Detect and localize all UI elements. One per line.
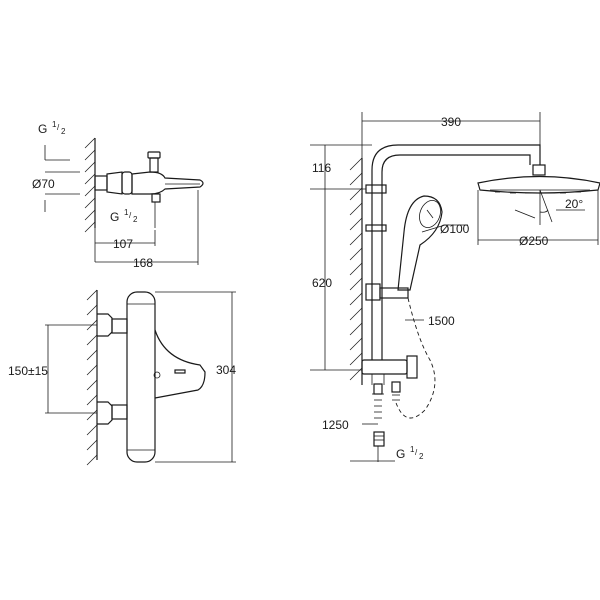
label-shower-thread-slash: / [415,448,418,457]
dim-shower-top: 116 [310,144,372,190]
shower-hose [394,297,436,419]
shower-thermostat [361,355,418,462]
dim-bath-height: 304 [155,291,236,463]
label-bath-height: 304 [216,363,236,377]
label-bath-spacing: 150±15 [8,364,48,378]
dim-head-angle: 20° [514,189,585,225]
label-bath-thread-top-sup: 1 [52,120,57,129]
label-bath-thread-top-sub: 2 [61,127,66,136]
label-handshower-diameter: Ø100 [440,222,470,236]
head-shower [477,164,600,194]
label-bath-thread-mid-sup: 1 [124,208,129,217]
label-shower-width: 390 [441,115,461,129]
label-bath-diameter: Ø70 [32,177,55,191]
dim-shower-height: 620 [310,189,362,371]
label-bath-depth-inner: 107 [113,237,133,251]
dim-hose-length: 1500 [405,314,455,328]
label-shower-height: 620 [312,276,332,290]
label-supply-length: 1250 [322,418,349,432]
dim-shower-thread: G 1 / 2 [350,445,424,462]
bath-mixer-front-view: 150±15 304 [8,289,236,466]
dim-head-diameter: Ø250 [477,190,599,248]
label-bath-thread-top: G [38,122,47,136]
label-bath-thread-top-slash: / [57,123,60,132]
label-shower-thread-sub: 2 [419,452,424,461]
bath-mixer-front-body [97,291,206,463]
dim-bath-diameter: Ø70 [32,171,80,212]
dim-shower-width: 390 [361,112,541,165]
label-shower-top: 116 [312,161,331,175]
dim-bath-spacing: 150±15 [8,324,97,414]
shower-system-view: 390 116 620 Ø100 20° [310,112,600,462]
wall-hatch-bath-side [84,137,96,233]
label-bath-thread-mid-slash: / [129,211,132,220]
wall-hatch-bath-front [86,289,98,466]
shower-riser-pipe [365,144,541,360]
label-bath-thread-mid: G [110,210,119,224]
wall-hatch-shower [349,157,363,385]
label-shower-thread: G [396,447,405,461]
label-shower-thread-sup: 1 [410,445,415,454]
label-bath-thread-mid-sub: 2 [133,215,138,224]
label-head-diameter: Ø250 [519,234,549,248]
dim-supply-length: 1250 [322,418,378,432]
bath-mixer-body [94,151,204,203]
dim-bath-thread-mid: G 1 / 2 [110,202,156,228]
label-head-angle: 20° [565,197,583,211]
dim-bath-thread-top: G 1 / 2 [38,120,70,161]
dim-handshower-diameter: Ø100 [421,222,470,236]
bath-mixer-side-view: G 1 / 2 Ø70 G 1 / 2 107 [32,120,204,270]
label-hose-length: 1500 [428,314,455,328]
label-bath-depth-outer: 168 [133,256,153,270]
dim-bath-depth-outer: 168 [95,190,199,270]
dim-bath-depth-inner: 107 [94,228,156,262]
hand-shower [397,195,443,291]
